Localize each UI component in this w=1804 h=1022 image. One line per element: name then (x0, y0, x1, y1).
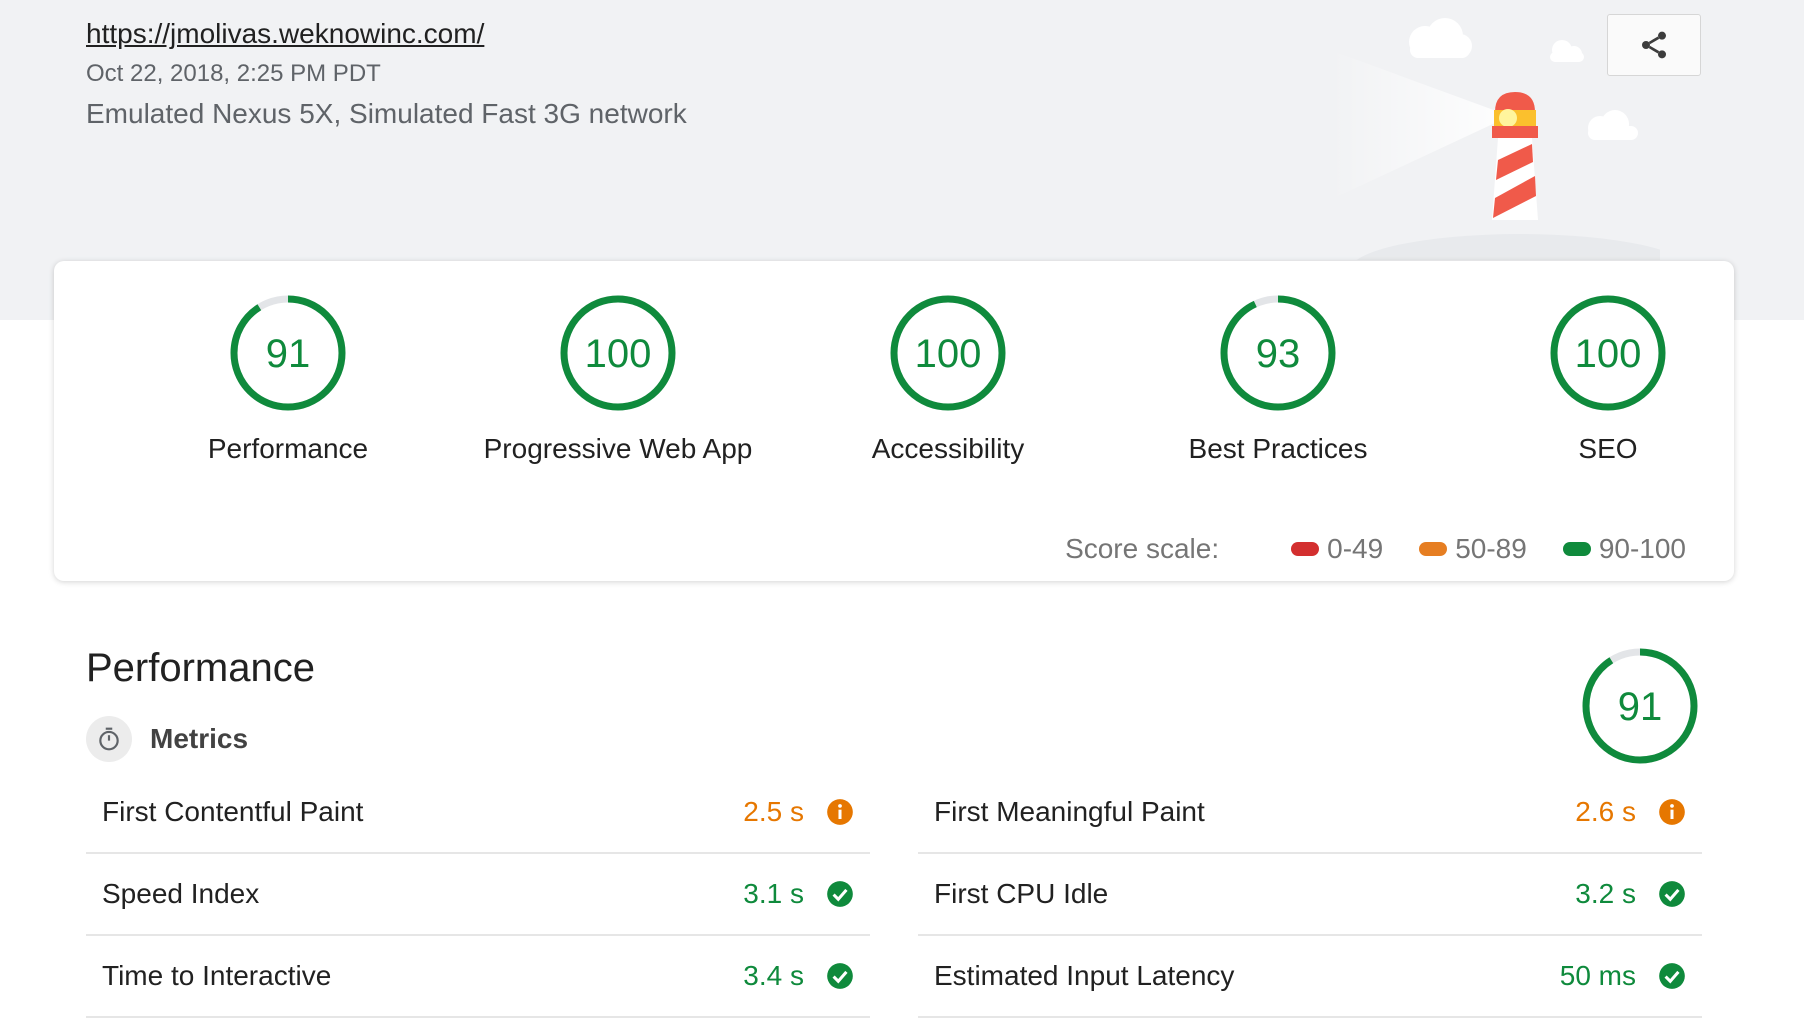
performance-gauge: 91 (1580, 646, 1700, 771)
gauge-label: Progressive Web App (483, 433, 753, 464)
gauge-label: Accessibility (871, 433, 1025, 464)
report-date: Oct 22, 2018, 2:25 PM PDT (86, 60, 381, 87)
gauge-accessibility[interactable]: 100 Accessibility (798, 293, 1098, 465)
scale-range: 0-49 (1327, 533, 1384, 564)
score-scale: Score scale: 0-49 50-89 90-100 (1065, 533, 1686, 565)
metric-row-first-contentful-paint: First Contentful Paint 2.5 s (86, 772, 870, 854)
gauge-ring: 100 (1550, 295, 1666, 411)
scale-range: 50-89 (1455, 533, 1527, 564)
metric-row-first-cpu-idle: First CPU Idle 3.2 s (918, 854, 1702, 936)
gauge-seo[interactable]: 100 SEO (1458, 293, 1758, 465)
gauge-ring: 93 (1220, 295, 1336, 411)
check-circle-icon (1659, 963, 1685, 989)
gauge-score: 93 (1256, 332, 1301, 376)
scale-item-fail: 0-49 (1291, 533, 1383, 565)
gauge-score: 91 (1618, 685, 1663, 729)
gauge-ring: 100 (890, 295, 1006, 411)
gauge-ring: 91 (230, 295, 346, 411)
metric-name: Time to Interactive (102, 960, 332, 991)
metric-name: First Meaningful Paint (934, 796, 1205, 827)
gauge-performance[interactable]: 91 Performance (138, 293, 438, 465)
metrics-header: Metrics (86, 716, 248, 762)
metrics-label: Metrics (150, 723, 249, 754)
scale-pill (1562, 542, 1591, 556)
cloud-icon (1550, 40, 1584, 62)
report-url-link[interactable]: https://jmolivas.weknowinc.com/ (86, 18, 485, 49)
metric-name: First CPU Idle (934, 878, 1109, 909)
scale-pill (1291, 542, 1320, 556)
performance-section-title: Performance (86, 646, 315, 690)
stopwatch-icon (86, 716, 132, 762)
cloud-icon (1409, 18, 1472, 58)
metric-row-speed-index: Speed Index 3.1 s (86, 854, 870, 936)
gauge-pwa[interactable]: 100 Progressive Web App (468, 293, 768, 465)
metric-value: 2.5 s (743, 796, 804, 827)
scale-item-average: 50-89 (1419, 533, 1527, 565)
metric-row-time-to-interactive: Time to Interactive 3.4 s (86, 936, 870, 1018)
cloud-icon (1588, 110, 1638, 140)
metric-value: 2.6 s (1575, 796, 1636, 827)
check-circle-icon (827, 963, 853, 989)
lighthouse-tower (1492, 92, 1538, 220)
report-device: Emulated Nexus 5X, Simulated Fast 3G net… (86, 98, 687, 129)
info-circle-icon (827, 799, 853, 825)
scale-pill (1419, 542, 1448, 556)
share-icon (1642, 31, 1666, 59)
gauge-score: 91 (266, 332, 311, 376)
gauge-score: 100 (915, 332, 982, 376)
hill (1356, 234, 1660, 260)
metric-name: First Contentful Paint (102, 796, 364, 827)
gauge-label: SEO (1578, 433, 1638, 464)
metric-name: Speed Index (102, 878, 260, 909)
metric-name: Estimated Input Latency (934, 960, 1235, 991)
scale-range: 90-100 (1598, 533, 1686, 564)
lighthouse-illustration (1330, 18, 1660, 260)
metric-value: 50 ms (1559, 960, 1636, 991)
metric-row-estimated-input-latency: Estimated Input Latency 50 ms (918, 936, 1702, 1018)
score-scale-title: Score scale: (1065, 533, 1220, 564)
score-summary-card: 91 Performance 100 Progressive Web App 1… (54, 261, 1734, 581)
share-button[interactable] (1607, 14, 1701, 76)
gauge-ring: 91 (1582, 648, 1698, 764)
light-beam (1330, 50, 1510, 200)
check-circle-icon (827, 881, 853, 907)
gauge-label: Best Practices (1188, 433, 1368, 464)
gauge-score: 100 (585, 332, 652, 376)
gauge-label: Performance (207, 433, 369, 464)
metric-row-first-meaningful-paint: First Meaningful Paint 2.6 s (918, 772, 1702, 854)
check-circle-icon (1659, 881, 1685, 907)
gauge-best-practices[interactable]: 93 Best Practices (1128, 293, 1428, 465)
metric-value: 3.2 s (1575, 878, 1636, 909)
gauge-ring: 100 (560, 295, 676, 411)
metric-value: 3.4 s (743, 960, 804, 991)
gauge-score: 100 (1575, 332, 1642, 376)
metric-value: 3.1 s (743, 878, 804, 909)
scale-item-pass: 90-100 (1562, 533, 1686, 565)
info-circle-icon (1659, 799, 1685, 825)
